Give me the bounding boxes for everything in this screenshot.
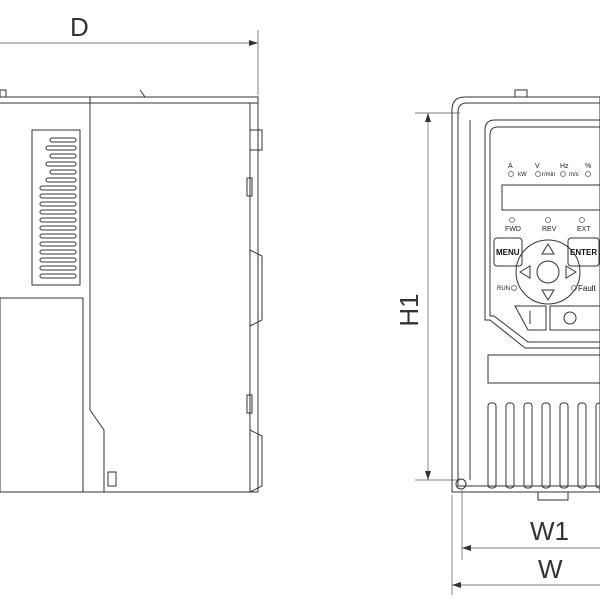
rev-led-label: REV <box>542 226 557 233</box>
fault-led-label: Fault <box>578 284 597 293</box>
vent-slot <box>40 250 76 254</box>
heatsink-fin <box>560 403 568 488</box>
menu-button-label: MENU <box>496 248 520 257</box>
vent-slot <box>40 218 76 222</box>
down-arrow-icon[interactable] <box>542 290 554 300</box>
center-button[interactable] <box>537 261 559 283</box>
dimension-w: W <box>452 495 600 595</box>
heatsink-fin <box>542 403 550 488</box>
vent-slot <box>40 202 76 206</box>
vent-slot <box>40 210 76 214</box>
heatsink-fin <box>506 403 514 488</box>
run-led-label: RUN <box>497 286 510 292</box>
unit-kw-label: kW <box>518 172 527 178</box>
unit-rpm-label: r/min <box>542 172 555 178</box>
navigation-ring <box>516 240 580 304</box>
vent-slot <box>40 258 76 262</box>
right-arrow-icon[interactable] <box>566 266 576 278</box>
vent-slot <box>40 194 76 198</box>
front-view: A V Hz % kW r/min m/s FWD REV EXT MENU E… <box>452 90 600 500</box>
dimension-w1-label: W1 <box>530 516 569 546</box>
display-screen <box>502 185 600 210</box>
heatsink-fin <box>578 403 586 488</box>
vent-slot <box>46 162 76 166</box>
unit-ms-label: m/s <box>569 172 579 178</box>
vent-slot <box>50 154 76 158</box>
enter-button[interactable]: ENTER <box>568 238 599 266</box>
unit-a-label: A <box>508 163 513 170</box>
up-arrow-icon[interactable] <box>542 244 554 254</box>
run-button[interactable] <box>515 306 546 330</box>
vent-slot <box>50 170 76 174</box>
vent-slot <box>40 242 76 246</box>
heatsink-fin <box>488 403 496 488</box>
dimension-w1: W1 <box>462 490 600 560</box>
label-plate <box>488 355 600 383</box>
vent-slot <box>40 266 76 270</box>
stop-button[interactable] <box>550 306 600 330</box>
vent-slot <box>40 274 76 278</box>
ext-led-label: EXT <box>577 226 591 233</box>
enter-button-label: ENTER <box>570 248 597 257</box>
vent-slot <box>40 226 76 230</box>
side-view <box>0 90 262 492</box>
vent-slot <box>46 146 76 150</box>
vent-slot <box>46 178 76 182</box>
heatsink-fin <box>524 403 532 488</box>
unit-hz-label: Hz <box>560 163 569 170</box>
dimension-h1: H1 <box>394 113 460 480</box>
heatsink-fin <box>596 403 600 488</box>
vent-slot <box>40 186 76 190</box>
menu-button[interactable]: MENU <box>494 238 522 266</box>
dimension-w-label: W <box>538 554 563 584</box>
vent-slot <box>50 138 76 142</box>
unit-v-label: V <box>535 163 540 170</box>
fwd-led-label: FWD <box>505 226 521 233</box>
left-arrow-icon[interactable] <box>520 266 530 278</box>
vent-slot <box>40 234 76 238</box>
dimension-h1-label: H1 <box>394 293 424 326</box>
dimension-d-label: D <box>70 12 89 42</box>
unit-percent-label: % <box>585 163 591 170</box>
dimension-d: D <box>0 12 258 95</box>
